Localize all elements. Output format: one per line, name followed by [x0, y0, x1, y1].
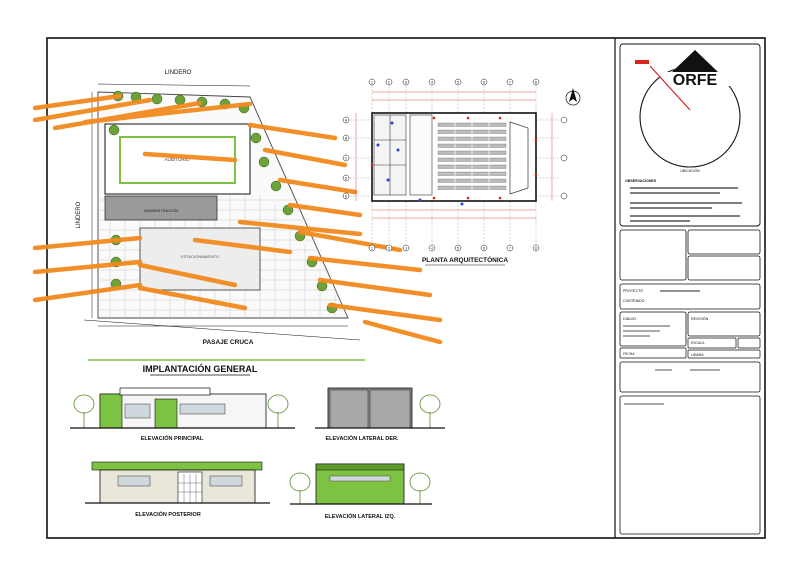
field-date-label: FECHA: [623, 352, 635, 356]
site-dimension-lines: [83, 83, 361, 341]
title-block-cell-2: [687, 229, 761, 255]
floor-plan-stage: [509, 121, 529, 195]
title-block-notes-area: [619, 395, 761, 535]
title-block: ORFE UBICACIÓN OBSERVACIONES PROYECTO CO…: [619, 43, 761, 535]
grid-col-label: 8: [535, 80, 537, 84]
floor-plan-seating-gaps: [454, 120, 490, 192]
site-border-left-label: LINDERO: [76, 201, 82, 228]
floor-plan-grid-bubbles: [342, 78, 568, 252]
logo-triangle-icon: [672, 50, 718, 72]
field-sheet-label: LÁMINA: [691, 353, 704, 357]
logo-plate: [660, 72, 730, 86]
field-drawing-label: DIBUJO: [623, 317, 636, 321]
site-block-mid: [104, 195, 218, 221]
floor-plan-red-markers: [370, 116, 538, 200]
grid-col-label: 7: [509, 80, 511, 84]
site-border-top-label: LINDERO: [165, 70, 192, 76]
title-block-logo-panel: [619, 43, 761, 227]
field-project-label: PROYECTO: [623, 289, 643, 293]
field-drawing: [619, 311, 687, 347]
site-street-label: PASAJE CRUCA: [203, 339, 254, 346]
grid-col-label: 3: [405, 80, 407, 84]
location-label: UBICACIÓN: [680, 168, 700, 173]
site-block-low: [139, 227, 261, 291]
grid-col-label: 5: [457, 246, 459, 250]
field-sheet-no: [737, 337, 761, 349]
grid-col-label: 7: [509, 246, 511, 250]
elevation-posterior: ELEVACIÓN POSTERIOR: [85, 461, 270, 518]
elevation-lateral-izq: ELEVACIÓN LATERAL IZQ.: [289, 463, 432, 520]
field-content-label: CONTENIDO: [623, 299, 645, 303]
location-pointer: [649, 65, 691, 111]
location-marker: [635, 60, 649, 64]
title-block-cell-3: [687, 255, 761, 281]
grid-col-label: 2: [388, 80, 390, 84]
field-review: [687, 311, 761, 337]
site-block-mid-label: ADMINISTRACIÓN: [144, 208, 179, 213]
grid-col-label: 6: [483, 246, 485, 250]
site-annotation-leaders: [32, 93, 443, 345]
grid-col-label: 3: [405, 246, 407, 250]
grid-col-label: 6: [483, 80, 485, 84]
elevation-principal: ELEVACIÓN PRINCIPAL: [70, 387, 295, 442]
field-scale: [687, 337, 737, 349]
grid-col-label: 5: [457, 80, 459, 84]
grid-row-label: D: [345, 176, 348, 180]
grid-row-label: C: [345, 156, 348, 160]
notes-text-lines: [630, 187, 742, 222]
floor-plan-dimensions: [355, 91, 553, 219]
grid-row-label: E: [345, 194, 348, 198]
company-logo: ORFE: [673, 72, 718, 89]
grid-col-label: 1: [371, 246, 373, 250]
grid-col-label: 1: [371, 80, 373, 84]
title-block-cell-1: [619, 229, 687, 281]
grid-col-label: 4: [431, 246, 433, 250]
floor-plan-title: PLANTA ARQUITECTÓNICA: [422, 255, 508, 264]
elevation-principal-title: ELEVACIÓN PRINCIPAL: [141, 434, 204, 442]
grid-col-label: 4: [431, 80, 433, 84]
elevation-lateral-izq-title: ELEVACIÓN LATERAL IZQ.: [325, 512, 396, 520]
grid-col-label: 2: [388, 246, 390, 250]
field-scale-label: ESCALA: [691, 341, 705, 345]
grid-row-label: B: [345, 136, 348, 140]
field-project: [619, 283, 761, 310]
elevation-posterior-title: ELEVACIÓN POSTERIOR: [135, 510, 201, 518]
notes-label: OBSERVACIONES: [625, 179, 657, 183]
site-plan-title: IMPLANTACIÓN GENERAL: [143, 363, 258, 374]
field-sheet: [687, 349, 761, 359]
field-date: [619, 347, 687, 359]
site-plan: AUDITORIO ADMINISTRACIÓN ESTACIONAMIENTO…: [32, 70, 443, 376]
north-arrow: [565, 88, 581, 106]
site-block-low-label: ESTACIONAMIENTO: [181, 254, 219, 259]
title-block-stamp-row: [619, 361, 761, 393]
floor-plan-blue-markers: [376, 121, 464, 206]
floor-plan: PLANTA ARQUITECTÓNICA: [342, 78, 581, 266]
floor-plan-lobby: [409, 114, 433, 196]
grid-row-label: A: [345, 118, 348, 122]
field-review-label: REVISIÓN: [691, 316, 709, 321]
elevation-lateral-der: ELEVACIÓN LATERAL DER.: [315, 387, 445, 442]
elevation-lateral-der-title: ELEVACIÓN LATERAL DER.: [325, 434, 399, 442]
grid-col-label: 8: [535, 246, 537, 250]
site-block-main-label: AUDITORIO: [165, 157, 190, 162]
